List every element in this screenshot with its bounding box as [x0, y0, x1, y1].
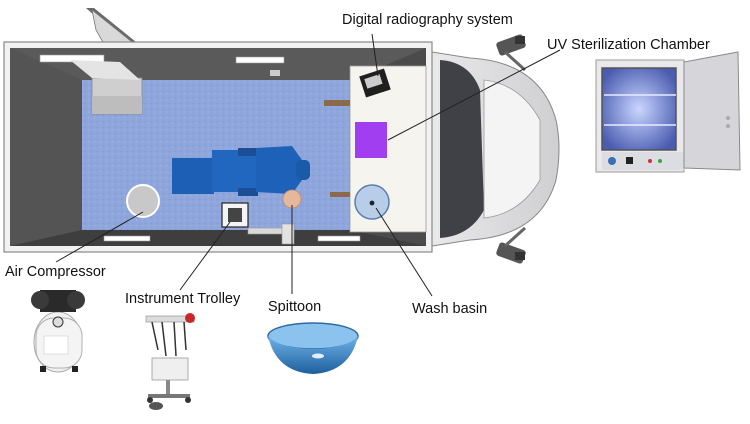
label-spittoon: Spittoon: [268, 299, 322, 315]
digital-radiography-device: [359, 68, 391, 98]
vehicle-cab: [431, 34, 560, 264]
wash-basin-marker: [354, 184, 390, 220]
label-instrument-trolley: Instrument Trolley: [125, 291, 241, 307]
air-compressor-marker: [126, 184, 160, 218]
label-air-compressor: Air Compressor: [5, 264, 106, 280]
light-strip: [235, 56, 285, 64]
spittoon-bowl-photo: [267, 322, 359, 374]
leader-lines: [55, 33, 561, 297]
label-uv-sterilization: UV Sterilization Chamber: [547, 37, 710, 53]
label-wash-basin: Wash basin: [412, 301, 488, 317]
air-compressor-photo: [31, 290, 85, 373]
light-strip: [103, 235, 151, 242]
light-strip: [39, 54, 105, 63]
dental-chair: [172, 146, 310, 196]
uv-chamber-marker: [355, 122, 387, 158]
light-strip: [317, 235, 361, 242]
storage-cabinet: [70, 60, 143, 115]
label-digital-radiography: Digital radiography system: [342, 12, 513, 28]
uv-sterilization-chamber-photo: [595, 51, 741, 173]
instrument-trolley-marker: [221, 202, 295, 245]
instrument-trolley-photo: [145, 313, 195, 410]
open-door: [86, 8, 136, 45]
